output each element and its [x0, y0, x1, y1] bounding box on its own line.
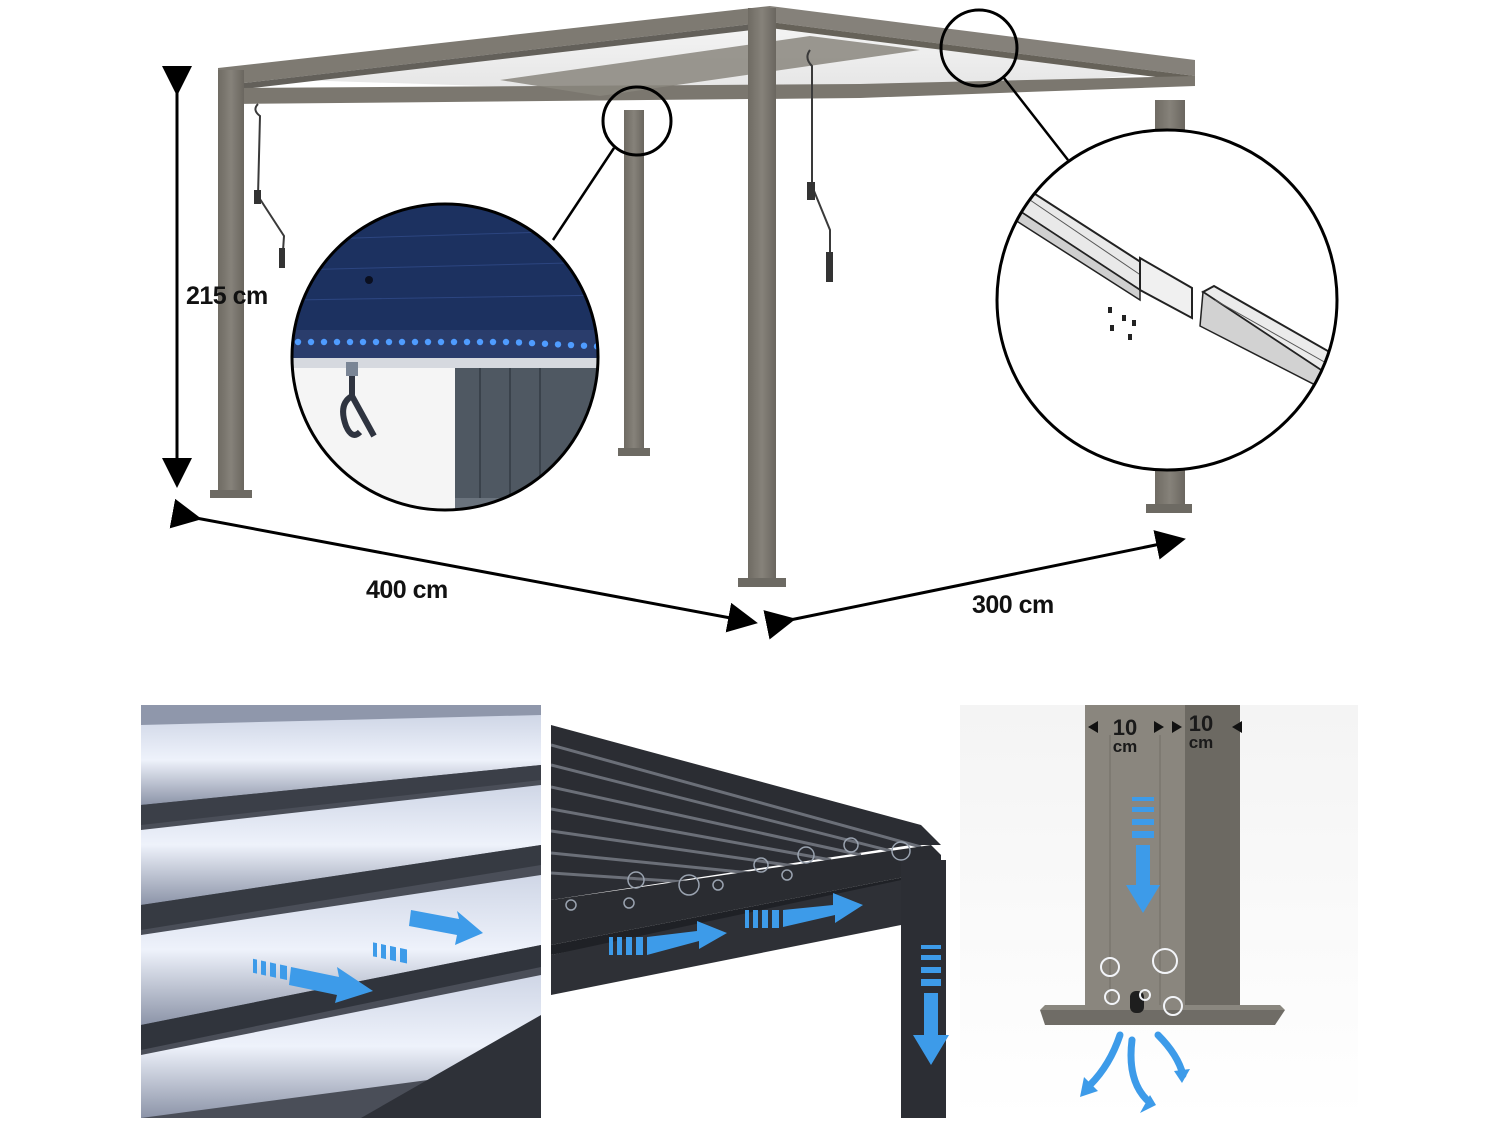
pergola-illustration — [162, 6, 1339, 640]
led-light — [567, 341, 575, 349]
led-light — [398, 338, 406, 346]
led-light — [359, 338, 367, 346]
post-width-unit-a: cm — [1112, 736, 1138, 756]
back-left-post — [624, 110, 644, 450]
right-beam — [770, 6, 1195, 76]
back-beam — [234, 76, 1195, 104]
led-light — [528, 339, 536, 347]
led-light — [437, 338, 445, 346]
base-plate — [1040, 1010, 1285, 1025]
beam-joint-zoom — [997, 130, 1337, 470]
water-droplets — [1100, 948, 1183, 1016]
led-light — [294, 338, 302, 346]
front-left-post — [218, 70, 244, 492]
post-drain-panel: 10 cm 10 cm — [960, 705, 1358, 1118]
gutter-panel — [551, 705, 951, 1118]
post-side — [1185, 705, 1240, 1005]
led-light — [476, 338, 484, 346]
led-light — [450, 338, 458, 346]
led-light — [411, 338, 419, 346]
led-light — [463, 338, 471, 346]
led-light — [554, 341, 562, 348]
post-width-label-a: 10 cm — [1103, 715, 1147, 756]
led-light — [541, 340, 549, 347]
flow-arrow — [373, 910, 483, 964]
width-arrow — [169, 498, 758, 633]
depth-label: 300 cm — [972, 591, 1054, 619]
post-width-unit-b: cm — [1188, 732, 1214, 752]
post-width-value-b: 10 — [1188, 711, 1214, 736]
middle-beam — [500, 36, 920, 96]
led-light — [385, 338, 393, 346]
screws — [1108, 307, 1136, 340]
front-beam — [218, 6, 770, 86]
led-detail-zoom — [292, 204, 598, 510]
crank-handle-left — [254, 103, 286, 267]
corner-post — [901, 860, 946, 1118]
led-light — [333, 338, 341, 346]
led-light — [515, 339, 523, 346]
led-light — [502, 338, 510, 346]
led-light — [424, 338, 432, 346]
led-light — [346, 338, 354, 346]
louver-slats — [551, 743, 922, 887]
flow-arrow — [745, 893, 863, 928]
water-droplets — [565, 837, 911, 911]
width-label: 400 cm — [366, 576, 448, 604]
flow-arrow — [253, 958, 373, 1003]
front-corner-post — [748, 8, 776, 584]
post-front — [1085, 705, 1185, 1010]
led-light — [372, 338, 380, 346]
callout-marker-beam — [939, 8, 1019, 88]
led-strip — [294, 338, 598, 350]
depth-arrow — [763, 530, 1186, 640]
led-light — [320, 338, 328, 346]
downflow-arrow — [1126, 797, 1160, 913]
downflow-arrow — [913, 945, 949, 1065]
dimension-ticks — [1088, 721, 1242, 733]
height-label: 215 cm — [186, 282, 268, 310]
post-width-value-a: 10 — [1112, 715, 1138, 740]
flow-arrow — [609, 921, 727, 955]
gutter-beam — [551, 845, 941, 945]
louver-slats — [141, 705, 541, 1118]
louver-closeup-panel — [141, 705, 541, 1118]
led-light — [307, 338, 315, 346]
led-light — [489, 338, 497, 346]
post-width-label-b: 10 cm — [1179, 711, 1223, 752]
callout-marker-led — [601, 85, 673, 157]
led-light — [580, 342, 588, 349]
hook — [340, 366, 377, 438]
